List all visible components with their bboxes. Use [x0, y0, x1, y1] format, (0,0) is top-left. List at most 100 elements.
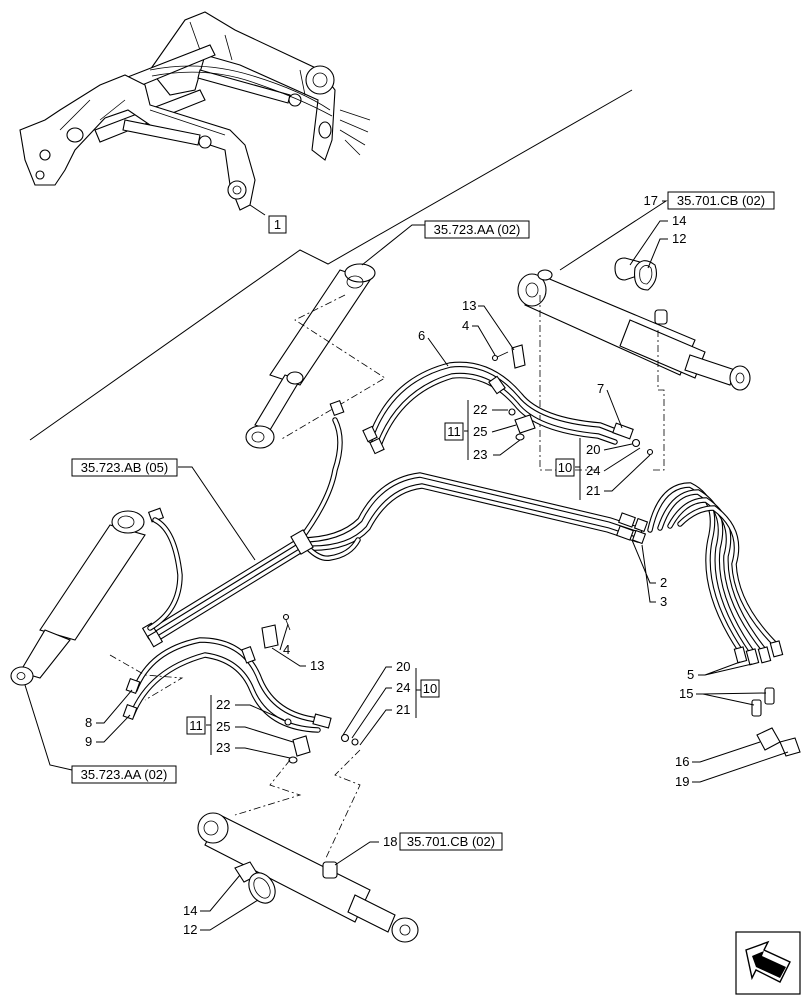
- callout-6: 6: [418, 328, 425, 343]
- cap-16-19: [756, 727, 801, 757]
- ref-723aa-top: 35.723.AA (02): [434, 222, 521, 237]
- leader-25b: [235, 726, 294, 743]
- ref-701-bottom-box: [399, 832, 503, 851]
- leader-14a: [629, 220, 668, 266]
- leader-20a: [603, 443, 633, 451]
- callout-13a: 13: [462, 298, 476, 313]
- callout-11a-box: [444, 422, 464, 441]
- fitting-group-11-top: [508, 408, 536, 441]
- callout-25a: 25: [473, 424, 487, 439]
- leader-24a: [603, 447, 641, 472]
- guide-bottom-2: [324, 749, 361, 861]
- leader-20b: [342, 666, 392, 736]
- leader-14b: [200, 874, 241, 912]
- guide-bottom-1: [234, 759, 302, 816]
- leader-12a: [647, 238, 668, 269]
- ref-723ab: 35.723.AB (05): [81, 460, 168, 475]
- callout-4b: 4: [283, 642, 290, 657]
- guide-top-right-2: [650, 330, 665, 471]
- callout-22a: 22: [473, 402, 487, 417]
- callout-3: 3: [660, 594, 667, 609]
- callout-5: 5: [687, 667, 694, 682]
- leader-22b: [235, 704, 285, 721]
- leader-7: [606, 389, 623, 429]
- leader-21b: [359, 709, 392, 746]
- leader-24b: [351, 687, 392, 739]
- navigation-arrow-icon[interactable]: [735, 931, 801, 995]
- leader-4a: [472, 325, 496, 356]
- callout-11b: 11: [189, 718, 203, 733]
- main-hose-bundle: [141, 399, 649, 648]
- callout-8: 8: [85, 715, 92, 730]
- adapters-15: [751, 687, 775, 717]
- callout-22b: 22: [216, 697, 230, 712]
- section-divider: [29, 89, 633, 441]
- hose-left-cylinder: [147, 517, 183, 631]
- loader-frame-illustration: [19, 11, 371, 211]
- fitting-group-11-bottom: [284, 718, 311, 764]
- callout-24b: 24: [396, 680, 410, 695]
- ref-723aa-top-box: [424, 220, 530, 239]
- callout-2: 2: [660, 575, 667, 590]
- ref-723ab-box: [71, 458, 178, 477]
- callout-10b: 10: [423, 681, 437, 696]
- leader-9: [96, 714, 131, 743]
- clip-4-13-bottom: [261, 613, 291, 649]
- callout-7: 7: [597, 381, 604, 396]
- leader-5: [698, 661, 753, 676]
- leader-13a: [478, 305, 515, 351]
- bracket-11a: [464, 400, 469, 460]
- leader-23b: [235, 747, 291, 759]
- callout-12b: 12: [183, 922, 197, 937]
- leader-6: [427, 337, 449, 367]
- callout-10a-box: [555, 458, 575, 477]
- leader-17: [559, 200, 668, 271]
- ref-701-top-box: [667, 191, 775, 210]
- cylinder-723aa-top: [245, 263, 376, 449]
- leader-15: [696, 692, 767, 706]
- callout-9: 9: [85, 734, 92, 749]
- leader-4b: [279, 623, 289, 651]
- callout-11a: 11: [447, 424, 461, 439]
- callout-10b-box: [420, 679, 440, 698]
- leader-723aa-top: [361, 224, 425, 266]
- hose-set-5: [647, 482, 784, 666]
- leader-16: [692, 741, 761, 763]
- hoses-8-9: [122, 637, 332, 733]
- clip-13-4-top: [491, 344, 526, 369]
- guide-mid-left: [279, 294, 386, 441]
- bracket-10a: [575, 438, 581, 500]
- leader-2: [631, 539, 656, 584]
- seal-14-12-top: [614, 257, 657, 291]
- callout-23b: 23: [216, 740, 230, 755]
- callout-20a: 20: [586, 442, 600, 457]
- callout-21b: 21: [396, 702, 410, 717]
- leader-25a: [491, 424, 517, 433]
- leader-18: [334, 841, 379, 866]
- leader-21a: [604, 454, 651, 492]
- callout-12a: 12: [672, 231, 686, 246]
- leader-3: [641, 544, 656, 603]
- fitting-group-10-bottom: [340, 733, 359, 746]
- ref-723aa-bottom: 35.723.AA (02): [81, 767, 168, 782]
- callout-23a: 23: [473, 447, 487, 462]
- ref-701-bottom: 35.701.CB (02): [407, 834, 495, 849]
- callout-14b: 14: [183, 903, 197, 918]
- callout-13b: 13: [310, 658, 324, 673]
- callout-24a: 24: [586, 463, 600, 478]
- callout-18: 18: [383, 834, 397, 849]
- leader-723aa-bottom: [24, 684, 73, 771]
- bracket-11b: [206, 695, 212, 755]
- cylinder-18: [197, 812, 419, 943]
- ref-723aa-bottom-box: [71, 765, 177, 784]
- ref-701-top: 35.701.CB (02): [677, 193, 765, 208]
- leader-12b: [200, 899, 259, 931]
- callout-17: 17: [644, 193, 658, 208]
- guide-bottom-left: [109, 654, 184, 701]
- callout-4a: 4: [462, 318, 469, 333]
- leader-8: [96, 689, 133, 724]
- callout-1-box: [268, 215, 287, 234]
- leader-23a: [493, 439, 521, 456]
